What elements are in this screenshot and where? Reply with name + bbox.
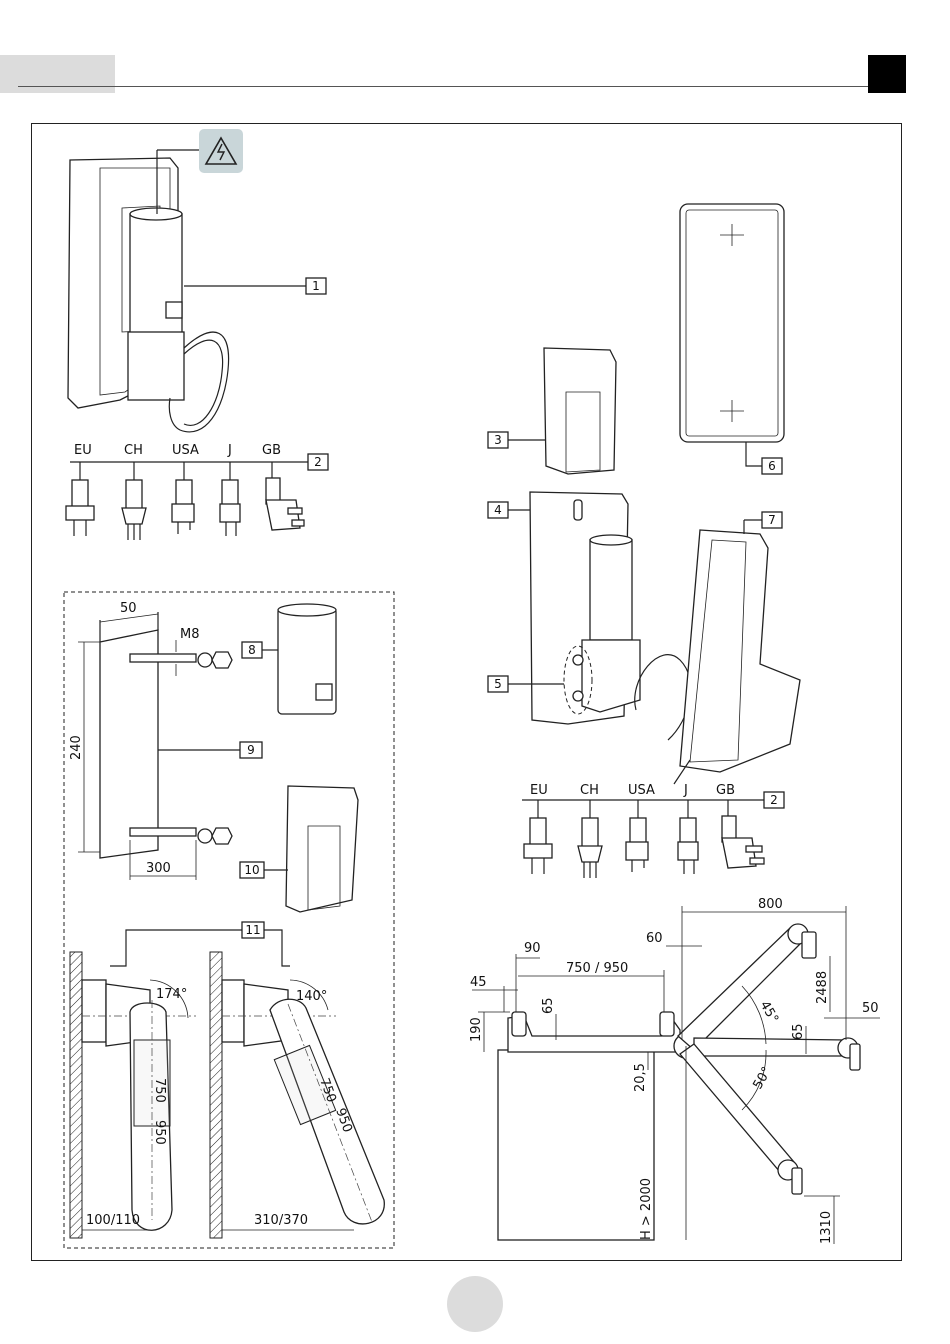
callout-1: 1 xyxy=(184,278,326,294)
holder-bracket-part: 10 xyxy=(240,786,358,912)
plug-eu-icon-2 xyxy=(524,800,552,874)
svg-text:65: 65 xyxy=(791,1023,806,1040)
svg-text:190: 190 xyxy=(469,1017,484,1042)
wall-bracket-part-3: 3 xyxy=(488,348,616,474)
installation-dimension-drawing: 800 90 60 45 750 / 950 2488 50 65 45° 50… xyxy=(469,897,880,1244)
mirror-frame-part-6: 6 xyxy=(680,204,784,474)
wall-unit-assembly-part-4-5: 4 5 xyxy=(488,492,691,740)
plug-label-gb: GB xyxy=(262,443,281,458)
plug-label-eu: EU xyxy=(74,443,92,458)
plug-label-ch-2: CH xyxy=(580,783,599,798)
svg-text:65: 65 xyxy=(541,997,556,1014)
svg-text:60: 60 xyxy=(646,931,663,946)
svg-text:1: 1 xyxy=(312,279,320,293)
svg-text:4: 4 xyxy=(494,503,502,517)
svg-text:50: 50 xyxy=(120,601,137,616)
svg-text:90: 90 xyxy=(524,941,541,956)
plug-j-icon-2 xyxy=(678,800,698,874)
plug-usa-icon xyxy=(172,462,194,534)
svg-text:M8: M8 xyxy=(180,627,200,642)
svg-text:2: 2 xyxy=(314,455,322,469)
hair-dryer-holder-part-7: 7 xyxy=(674,512,800,784)
svg-text:50°: 50° xyxy=(750,1065,775,1092)
svg-text:H > 2000: H > 2000 xyxy=(639,1178,654,1240)
plug-j-icon xyxy=(220,462,240,536)
svg-text:2488: 2488 xyxy=(815,971,830,1004)
plug-usa-icon-2 xyxy=(626,800,648,872)
svg-text:174°: 174° xyxy=(156,987,187,1002)
svg-text:9: 9 xyxy=(247,743,255,757)
svg-text:20,5: 20,5 xyxy=(633,1063,648,1092)
svg-text:240: 240 xyxy=(69,735,84,760)
plug-gb-icon xyxy=(266,462,304,530)
plug-label-gb-2: GB xyxy=(716,783,735,798)
wall-unit-illustration xyxy=(68,150,229,432)
svg-text:950: 950 xyxy=(152,1120,167,1145)
svg-text:10: 10 xyxy=(244,863,259,877)
plug-ch-icon xyxy=(122,462,146,540)
plug-label-usa: USA xyxy=(172,443,199,458)
svg-text:6: 6 xyxy=(768,459,776,473)
svg-text:750 / 950: 750 / 950 xyxy=(566,961,628,976)
svg-text:140°: 140° xyxy=(296,989,327,1004)
svg-text:45°: 45° xyxy=(757,999,782,1026)
svg-text:3: 3 xyxy=(494,433,502,447)
svg-text:8: 8 xyxy=(248,643,256,657)
svg-text:11: 11 xyxy=(245,923,260,937)
svg-text:45: 45 xyxy=(470,975,487,990)
plug-label-eu-2: EU xyxy=(530,783,548,798)
svg-text:7: 7 xyxy=(768,513,776,527)
plug-ch-icon-2 xyxy=(578,800,602,878)
callout-11: 11 xyxy=(242,922,264,938)
svg-text:5: 5 xyxy=(494,677,502,691)
svg-text:2: 2 xyxy=(770,793,778,807)
plug-row-1: 2 EU CH USA J GB xyxy=(66,443,328,540)
plug-label-usa-2: USA xyxy=(628,783,655,798)
plug-row-2: 2 EU CH USA J GB xyxy=(522,783,784,878)
svg-text:50: 50 xyxy=(862,1001,879,1016)
arm-swing-plan-left: 174° 750 950 100/110 xyxy=(70,930,290,1238)
heater-cylinder-part: 8 xyxy=(242,604,336,714)
arm-swing-plan-right: 140° 750 950 310/370 xyxy=(210,952,384,1238)
svg-text:310/370: 310/370 xyxy=(254,1213,308,1228)
plug-label-ch: CH xyxy=(124,443,143,458)
svg-text:300: 300 xyxy=(146,861,171,876)
svg-text:1310: 1310 xyxy=(819,1211,834,1244)
plug-eu-icon xyxy=(66,462,94,536)
svg-text:100/110: 100/110 xyxy=(86,1213,140,1228)
plug-label-j: J xyxy=(227,443,232,458)
svg-text:750: 750 xyxy=(152,1078,167,1103)
mounting-plate: 50 240 M8 300 9 xyxy=(69,601,262,880)
svg-text:800: 800 xyxy=(758,897,783,912)
plug-gb-icon-2 xyxy=(722,800,764,868)
plug-label-j-2: J xyxy=(683,783,688,798)
